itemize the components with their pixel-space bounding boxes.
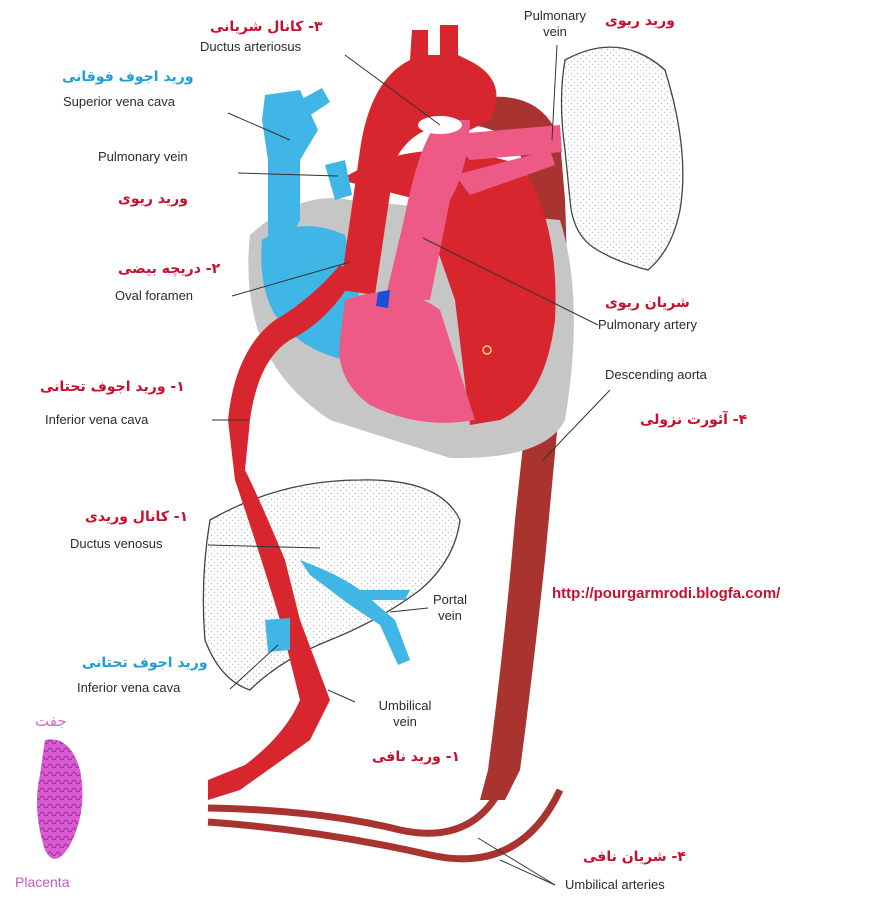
descending-aorta-en: Descending aorta xyxy=(605,368,707,381)
umbilical-vein-fa: ۱- ورید نافی xyxy=(372,750,460,764)
ductus-venosus-en: Ductus venosus xyxy=(70,537,163,550)
placenta-shape xyxy=(37,739,83,859)
oval-foramen-fa: ۲- دریچه بیضی xyxy=(118,262,220,276)
svc-fa: ورید اجوف فوقانی xyxy=(62,70,194,84)
svc-en: Superior vena cava xyxy=(63,95,175,108)
umbilical-vein-en: Umbilical vein xyxy=(370,698,440,730)
ductus-venosus-fa: ۱- کانال وریدی xyxy=(85,510,188,524)
ivc-top-en: Inferior vena cava xyxy=(45,413,148,426)
ductus-arteriosus-en: Ductus arteriosus xyxy=(200,40,301,53)
umbilical-arteries-fa: ۴- شریان نافی xyxy=(583,850,686,864)
umbilical-arteries-en: Umbilical arteries xyxy=(565,878,665,891)
placenta-fa: جفت xyxy=(35,714,67,729)
ivc-top-fa: ۱- ورید اجوف تحتانی xyxy=(40,380,185,394)
pulmonary-vein-left-fa: ورید ریوی xyxy=(118,192,188,206)
lung xyxy=(562,47,683,270)
source-url: http://pourgarmrodi.blogfa.com/ xyxy=(552,586,780,601)
pulmonary-vein-left-en: Pulmonary vein xyxy=(98,150,188,163)
portal-vein-en: Portal vein xyxy=(425,592,475,624)
ivc-bottom-en: Inferior vena cava xyxy=(77,681,180,694)
pulmonary-artery-en: Pulmonary artery xyxy=(598,318,697,331)
placenta-en: Placenta xyxy=(15,875,69,889)
ductus-arteriosus-fa: ۳- کانال شریانی xyxy=(210,20,323,34)
pulmonary-vein-top-en: Pulmonary vein xyxy=(510,8,600,40)
pulmonary-vein-top-fa: ورید ریوی xyxy=(605,14,675,28)
descending-aorta-fa: ۴- آئورت نزولی xyxy=(640,413,747,427)
pulmonary-artery-fa: شریان ریوی xyxy=(605,296,690,310)
oval-foramen-en: Oval foramen xyxy=(115,289,193,302)
ivc-bottom-fa: ورید اجوف تحتانی xyxy=(82,656,208,670)
